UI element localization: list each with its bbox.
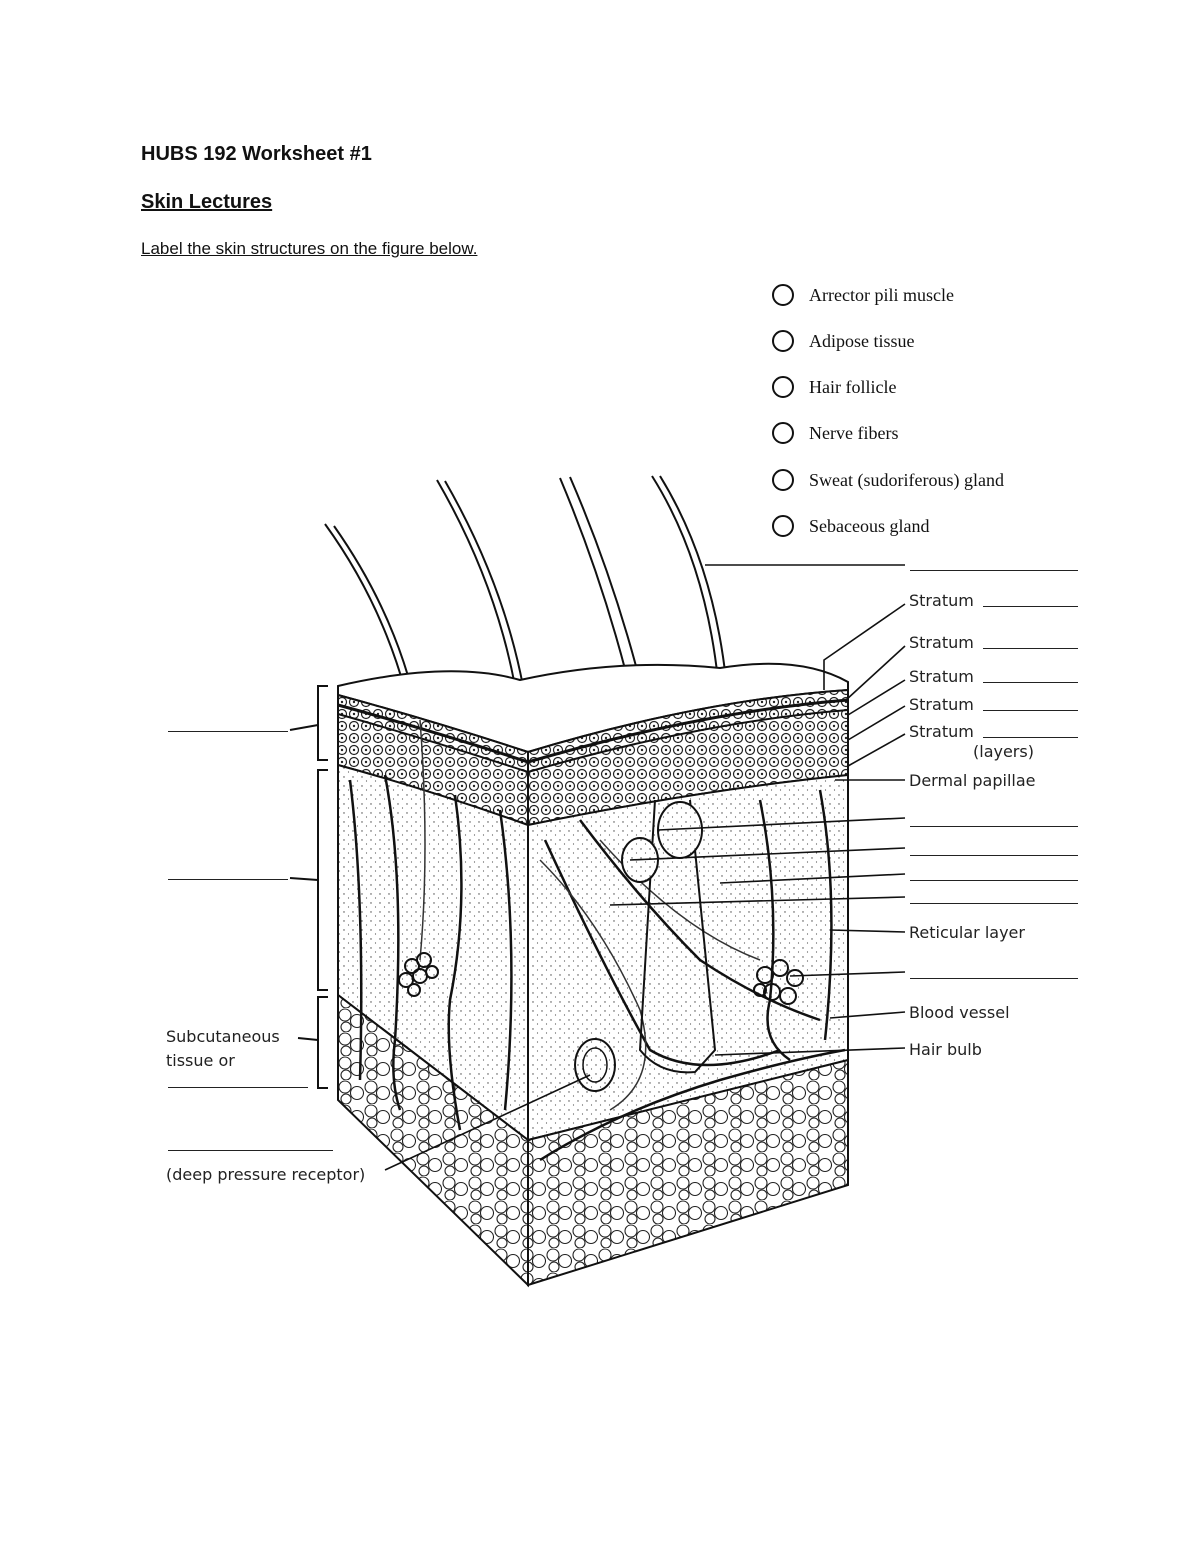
legend-item-arrector-pili: Arrector pili muscle xyxy=(772,281,954,309)
subcutaneous-label: Subcutaneous xyxy=(166,1027,280,1046)
answer-blank-5[interactable] xyxy=(910,978,1078,979)
legend-item-sebaceous-gland: Sebaceous gland xyxy=(772,512,929,540)
dermal-papillae-label: Dermal papillae xyxy=(909,771,1036,790)
answer-blank-epidermis[interactable] xyxy=(168,731,288,732)
legend-label: Sebaceous gland xyxy=(809,515,930,536)
deep-pressure-label: (deep pressure receptor) xyxy=(166,1165,366,1184)
answer-blank-stratum-1[interactable] xyxy=(983,606,1078,607)
nerve-fibers xyxy=(419,719,761,1111)
answer-blank-dermis[interactable] xyxy=(168,879,288,880)
pacinian-corpuscle xyxy=(574,1038,616,1092)
hair-follicle xyxy=(638,799,717,1074)
answer-blank-4[interactable] xyxy=(910,903,1078,904)
answer-circle[interactable] xyxy=(772,469,794,491)
legend-label: Arrector pili muscle xyxy=(809,284,954,305)
answer-circle[interactable] xyxy=(772,422,794,444)
reticular-layer-label: Reticular layer xyxy=(909,923,1025,942)
blood-vessel-label: Blood vessel xyxy=(909,1003,1010,1022)
subcutaneous-label-2: tissue or xyxy=(166,1051,235,1070)
instruction-text: Label the skin structures on the figure … xyxy=(141,239,478,258)
stratum-label-1: Stratum xyxy=(909,591,974,610)
answer-blank-stratum-4[interactable] xyxy=(983,710,1078,711)
answer-blank-stratum-2[interactable] xyxy=(983,648,1078,649)
answer-blank-pressure-receptor[interactable] xyxy=(168,1150,333,1151)
answer-circle[interactable] xyxy=(772,515,794,537)
blood-vessels xyxy=(348,774,846,1162)
stratum-label-3: Stratum xyxy=(909,667,974,686)
layer-brackets xyxy=(289,685,328,1089)
legend-label: Sweat (sudoriferous) gland xyxy=(809,469,1004,490)
dermis-right xyxy=(527,773,849,1142)
layers-label: (layers) xyxy=(973,742,1034,761)
answer-circle[interactable] xyxy=(772,376,794,398)
leader-lines xyxy=(384,564,906,1171)
answer-circle[interactable] xyxy=(772,284,794,306)
legend-label: Nerve fibers xyxy=(809,422,899,443)
legend-item-hair-follicle: Hair follicle xyxy=(772,373,896,401)
answer-blank-3[interactable] xyxy=(910,880,1078,881)
answer-blank-2[interactable] xyxy=(910,855,1078,856)
answer-blank-stratum-3[interactable] xyxy=(983,682,1078,683)
legend-label: Adipose tissue xyxy=(809,330,915,351)
legend-item-sweat-gland: Sweat (sudoriferous) gland xyxy=(772,466,1004,494)
stratum-label-5: Stratum xyxy=(909,722,974,741)
legend-item-adipose: Adipose tissue xyxy=(772,327,915,355)
stratum-label-4: Stratum xyxy=(909,695,974,714)
sweat-gland xyxy=(398,952,804,1005)
answer-blank-stratum-5[interactable] xyxy=(983,737,1078,738)
stratum-label-2: Stratum xyxy=(909,633,974,652)
legend-label: Hair follicle xyxy=(809,376,897,397)
section-heading: Skin Lectures xyxy=(141,191,273,213)
answer-blank-hair-shaft[interactable] xyxy=(910,570,1078,571)
hair-bulb-label: Hair bulb xyxy=(909,1040,982,1059)
answer-blank-subcutaneous[interactable] xyxy=(168,1087,308,1088)
answer-blank-1[interactable] xyxy=(910,826,1078,827)
legend-item-nerve-fibers: Nerve fibers xyxy=(772,419,898,447)
subcutaneous-right xyxy=(527,1058,849,1287)
answer-circle[interactable] xyxy=(772,330,794,352)
worksheet-title: HUBS 192 Worksheet #1 xyxy=(141,143,372,165)
